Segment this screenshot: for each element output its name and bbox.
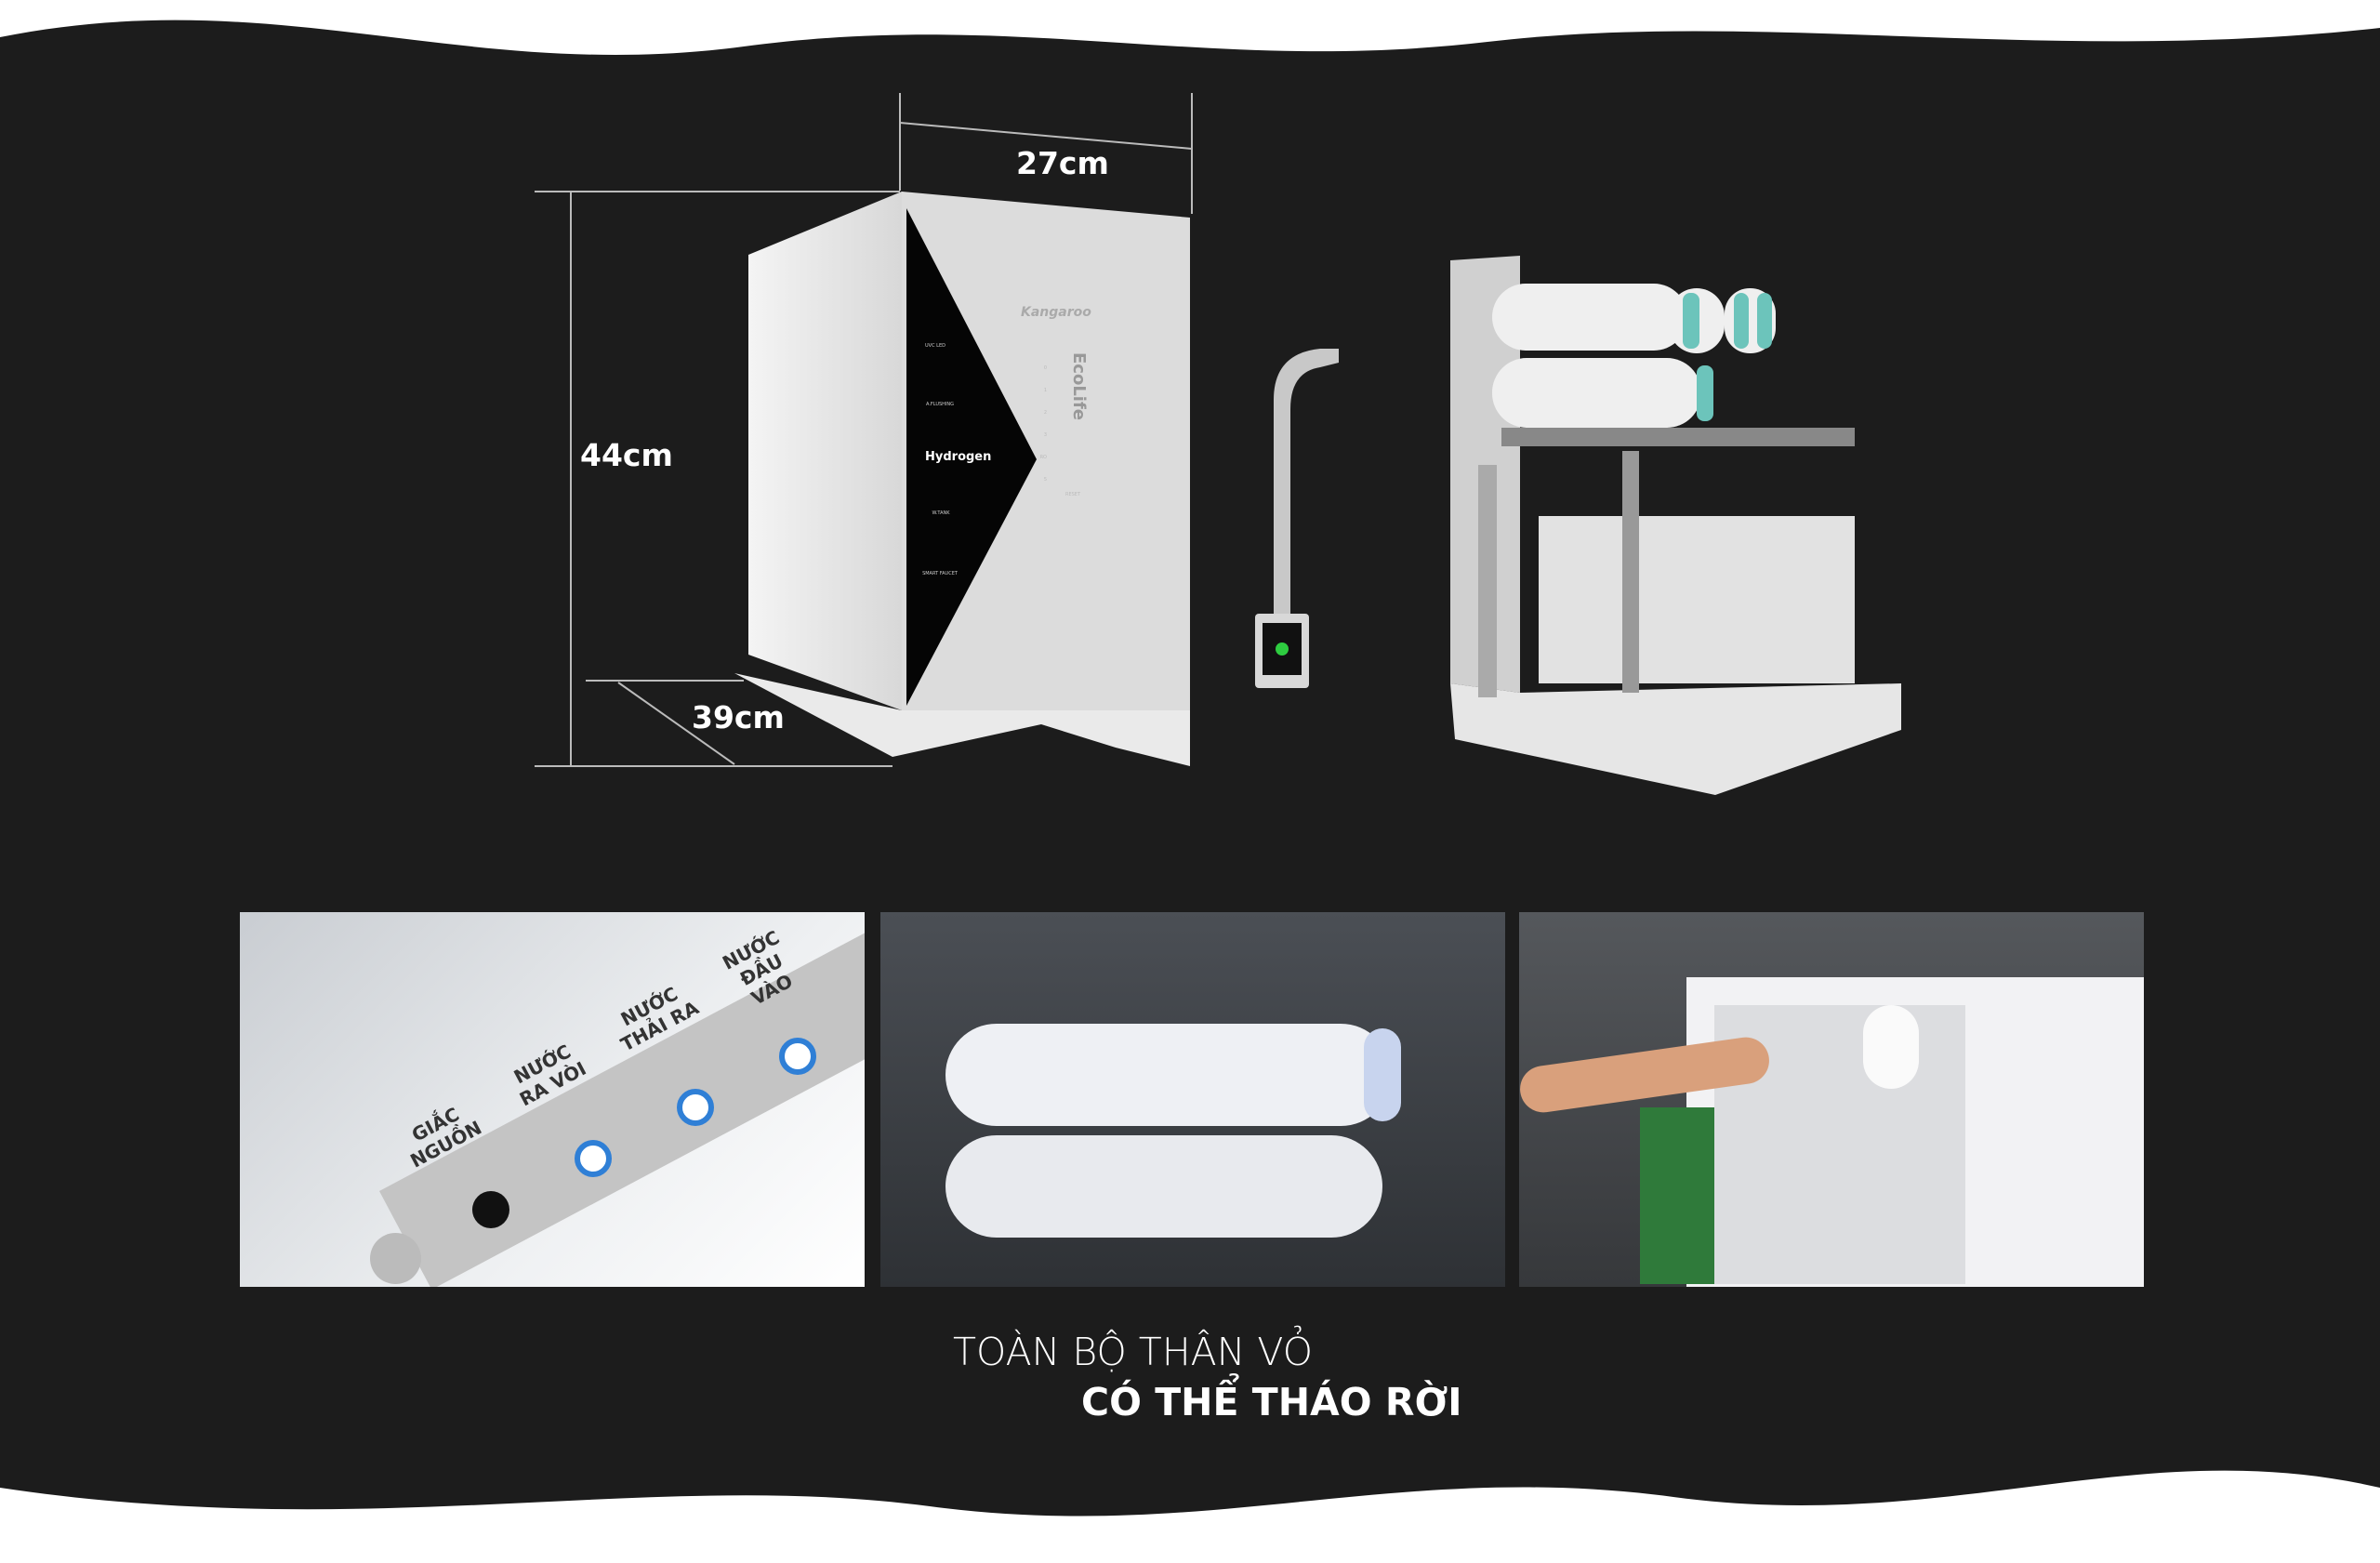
depth-dimension: 39cm [692, 699, 785, 735]
brand-logo: Kangaroo [1021, 305, 1091, 320]
panel-icon-tank: W.TANK [932, 510, 950, 516]
panel-icon-uvc: UVC LED [925, 343, 945, 349]
photo-filter-cartridges [880, 912, 1505, 1287]
panel-icon-faucet: SMART FAUCET [922, 571, 958, 576]
panel-icon-flushing: A.FLUSHING [925, 402, 955, 407]
open-purifier-unit [1450, 256, 1901, 795]
smart-faucet [1255, 349, 1339, 688]
series-logo: EcoLife [1069, 352, 1089, 421]
width-dimension: 27cm [1016, 145, 1109, 181]
photo-rear-connectors: GIẮC NGUỒN NƯỚC RA VÒI NƯỚC THẢI RA NƯỚC… [240, 912, 865, 1287]
caption-line-1: TOÀN BỘ THÂN VỎ [953, 1330, 1313, 1374]
reset-label: RESET [1065, 492, 1081, 497]
height-dimension: 44cm [580, 437, 673, 473]
photo-filter-replacement [1519, 912, 2144, 1287]
hydrogen-label: Hydrogen [925, 450, 992, 464]
filter-caps [1683, 293, 1772, 421]
caption-line-2: CÓ THỂ THÁO RỜI [1081, 1380, 1462, 1424]
water-purifier-product: Kangaroo EcoLife Hydrogen UVC LED A.FLUS… [734, 190, 1199, 775]
